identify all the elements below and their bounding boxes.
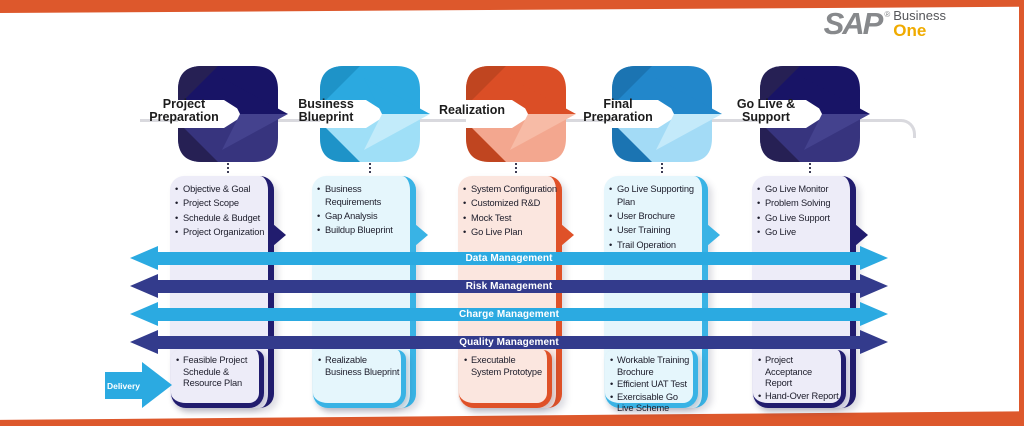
deliverable-list: Project Acceptance Report Hand-Over Repo… <box>753 350 841 402</box>
management-arrow-label: Charge Management <box>458 309 560 320</box>
activity-item: Problem Solving <box>757 197 855 210</box>
chevron-icon <box>760 66 870 162</box>
dotted-connector <box>515 159 517 173</box>
phase-panel-arrow-tip <box>855 224 868 246</box>
activity-list: Business Requirements Gap Analysis Build… <box>312 176 417 239</box>
deliverable-item: Feasible Project Schedule & Resource Pla… <box>176 355 258 390</box>
activity-list: Objective & Goal Project Scope Schedule … <box>170 176 275 240</box>
deliverable-box: Executable System Prototype <box>459 350 552 408</box>
charge-management-arrow: Charge Management <box>130 302 888 326</box>
activity-item: Go Live <box>757 226 855 239</box>
deliverable-box: Workable Training Brochure Efficient UAT… <box>605 350 698 413</box>
chevron-icon <box>612 66 722 162</box>
activity-item: Business Requirements <box>317 183 415 209</box>
deliverable-item: Executable System Prototype <box>464 355 546 378</box>
phase-column-realization: Realization System Configuration Customi… <box>439 0 576 426</box>
activity-item: Project Scope <box>175 197 273 210</box>
activity-item: Go Live Support <box>757 212 855 225</box>
activity-item: Objective & Goal <box>175 183 273 196</box>
phase-column-project-preparation: Project Preparation Objective & Goal Pro… <box>149 0 288 426</box>
frame-right-bar <box>1019 0 1024 426</box>
activity-item: Customized R&D <box>463 197 561 210</box>
phase-panel-arrow-tip <box>415 224 428 246</box>
activity-item: Project Organization <box>175 226 273 239</box>
dotted-connector <box>661 159 663 173</box>
delivery-arrow: Delivery <box>105 372 142 399</box>
chevron-icon <box>320 66 430 162</box>
deliverable-list: Feasible Project Schedule & Resource Pla… <box>171 350 259 390</box>
activity-item: Trail Operation <box>609 239 707 252</box>
chevron-icon <box>466 66 576 162</box>
one-logo-text: One <box>893 21 927 40</box>
chevron-icon <box>178 66 288 162</box>
deliverable-item: Hand-Over Report <box>758 391 840 403</box>
activity-list: Go Live Monitor Problem Solving Go Live … <box>752 176 857 240</box>
deliverable-list: Executable System Prototype <box>459 350 547 378</box>
phase-title: Realization <box>439 103 505 118</box>
phase-panel-arrow-tip <box>561 224 574 246</box>
phase-title: Go Live & Support <box>736 96 796 124</box>
activity-item: System Configuration <box>463 183 561 196</box>
activity-item: Go Live Plan <box>463 226 561 239</box>
delivery-arrow-head <box>142 362 172 408</box>
dotted-connector <box>369 159 371 173</box>
deliverable-item: Project Acceptance Report <box>758 355 840 390</box>
phase-column-final-preparation: Final Preparation Go Live Supporting Pla… <box>583 0 722 426</box>
registered-mark: ® <box>884 10 891 19</box>
activity-item: Gap Analysis <box>317 210 415 223</box>
deliverable-list: Realizable Business Blueprint <box>313 350 401 378</box>
activity-list: Go Live Supporting Plan User Brochure Us… <box>604 176 709 253</box>
activity-item: User Training <box>609 224 707 237</box>
phase-title: Business Blueprint <box>298 96 354 124</box>
dotted-connector <box>227 159 229 173</box>
activity-item: Schedule & Budget <box>175 212 273 225</box>
activity-item: Go Live Monitor <box>757 183 855 196</box>
management-arrow-label: Quality Management <box>459 337 559 348</box>
activity-item: Mock Test <box>463 212 561 225</box>
activity-item: Go Live Supporting Plan <box>609 183 707 209</box>
timeline-line-end-curve <box>896 119 916 138</box>
deliverable-item: Efficient UAT Test <box>610 379 692 391</box>
deliverable-item: Realizable Business Blueprint <box>318 355 400 378</box>
sap-business-one-logo: SAP ® Business One <box>823 6 946 41</box>
dotted-connector <box>809 159 811 173</box>
deliverable-box: Realizable Business Blueprint <box>313 350 406 408</box>
activity-list: System Configuration Customized R&D Mock… <box>458 176 563 240</box>
phase-title: Final Preparation <box>583 96 653 124</box>
activity-item: Buildup Blueprint <box>317 224 415 237</box>
phase-column-business-blueprint: Business Blueprint Business Requirements… <box>298 0 430 426</box>
phase-column-go-live-support: Go Live & Support Go Live Monitor Proble… <box>737 0 870 426</box>
business-logo-text: Business <box>893 8 946 23</box>
data-management-arrow: Data Management <box>130 246 888 270</box>
management-arrow-label: Risk Management <box>465 281 553 292</box>
phase-panel-arrow-tip <box>707 224 720 246</box>
sap-logo-text: SAP <box>823 6 884 41</box>
deliverable-item: Exercisable Go Live Scheme <box>610 392 692 415</box>
phase-title: Project Preparation <box>149 96 219 124</box>
quality-management-arrow: Quality Management <box>130 330 888 354</box>
phase-panel-arrow-tip <box>273 224 286 246</box>
delivery-arrow-label: Delivery <box>106 380 141 391</box>
deliverable-item: Workable Training Brochure <box>610 355 692 378</box>
deliverable-box: Feasible Project Schedule & Resource Pla… <box>171 350 264 408</box>
activity-item: User Brochure <box>609 210 707 223</box>
deliverable-box: Project Acceptance Report Hand-Over Repo… <box>753 350 846 408</box>
management-arrow-label: Data Management <box>465 253 553 264</box>
deliverable-list: Workable Training Brochure Efficient UAT… <box>605 350 693 415</box>
risk-management-arrow: Risk Management <box>130 274 888 298</box>
